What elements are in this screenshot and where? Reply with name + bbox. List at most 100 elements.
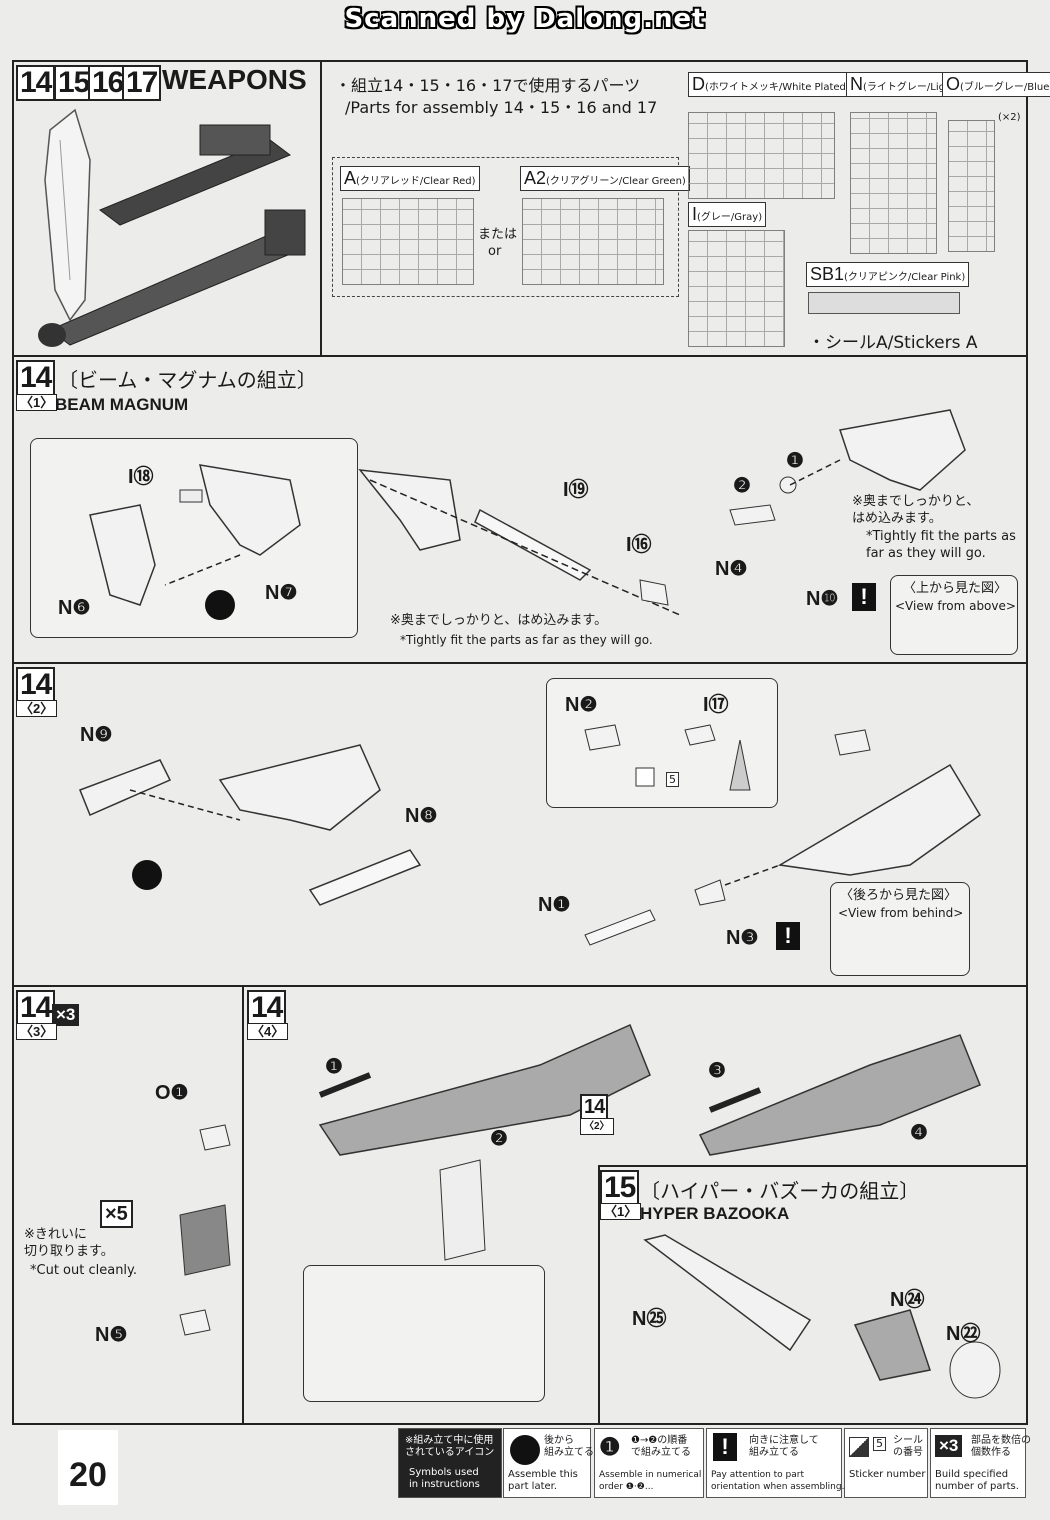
note-fit-jp: ※奥までしっかりと、はめ込みます。 [390, 613, 608, 628]
divider-weapons [12, 355, 1028, 357]
runner-d-sprue [688, 112, 835, 199]
runner-sb1-sprue [808, 292, 960, 314]
step-14-3-number: 14 [16, 990, 56, 1026]
step-2-marker-4: ❷ [490, 1128, 508, 1150]
label-n6: N❻ [58, 597, 91, 619]
top-assembly-drawing [729, 409, 966, 526]
divider-weapons-vertical [320, 60, 322, 357]
label-n1: N❶ [538, 894, 571, 916]
step-1-marker-4: ❶ [325, 1056, 343, 1078]
runner-i-sprue [688, 230, 785, 347]
rear-assembly-drawing [584, 729, 981, 946]
step-14-4-sub: 〈4〉 [247, 1023, 289, 1040]
or-en: or [488, 244, 502, 259]
order-icon: ❶ [599, 1434, 621, 1461]
note-fit2-jp: ※奥までしっかりと、 はめ込みます。 [852, 494, 980, 526]
divider-15 [598, 1165, 1028, 1167]
label-n4: N❹ [715, 558, 748, 580]
step-2-marker: ❷ [733, 475, 751, 497]
step-14-1-sub: 〈1〉 [16, 394, 58, 411]
grip-parts-drawing [89, 464, 301, 620]
legend-orientation: ! 向きに注意して 組み立てる Pay attention to part or… [706, 1428, 844, 1498]
runner-sb1-label: SB1(クリアピンク/Clear Pink) [806, 262, 970, 287]
view-above-en: <View from above> [895, 599, 1016, 613]
runner-a-label: A(クリアレッド/Clear Red) [340, 166, 480, 191]
stickers-caption: ・シールA/Stickers A [808, 333, 978, 353]
assemble-later-icon [510, 1435, 540, 1465]
legend-multiply: ×3 部品を数倍の 個数作る Build specified number of… [930, 1428, 1031, 1498]
legend-sticker: 5 シール の番号 Sticker number [844, 1428, 928, 1498]
label-n9: N❾ [80, 724, 113, 746]
label-n2: N❷ [565, 694, 598, 716]
view-behind-jp: 〈後ろから見た図〉 [840, 888, 958, 903]
hyper-bazooka-title-en: HYPER BAZOOKA [640, 1204, 790, 1223]
step-14-4-number: 14 [247, 990, 287, 1026]
weapons-illustration [38, 108, 306, 347]
scan-credit: Scanned by Dalong.net [344, 4, 706, 34]
note-fit2-en: *Tightly fit the parts as far as they wi… [866, 529, 1016, 561]
view-from-above-box [890, 575, 1018, 655]
ref-step-14: 14 [580, 1094, 609, 1120]
runner-a2-label: A2(クリアグリーン/Clear Green) [520, 166, 690, 191]
step-4-marker-4: ❹ [910, 1122, 928, 1144]
label-i16: I⑯ [626, 534, 652, 556]
ref-step-14-sub: 〈2〉 [580, 1118, 614, 1135]
label-i17: I⑰ [703, 694, 729, 716]
orientation-warning-icon: ! [852, 583, 876, 611]
divider-14-3 [242, 985, 244, 1425]
note-fit-en: *Tightly fit the parts as far as they wi… [400, 633, 653, 647]
orientation-legend-icon: ! [713, 1433, 737, 1461]
label-i19: I⑲ [563, 479, 589, 501]
label-i18: I⑱ [128, 466, 154, 488]
or-jp: または [478, 227, 518, 242]
step-3-marker-4: ❸ [708, 1060, 726, 1082]
detail-view-box [303, 1265, 545, 1402]
view-above-jp: 〈上から見た図〉 [903, 581, 1008, 596]
hyper-bazooka-title-jp: 〔ハイパー・バズーカの組立〕 [640, 1179, 920, 1203]
runner-a2-sprue [522, 198, 664, 285]
step-14-2-sub: 〈2〉 [16, 700, 58, 717]
sticker-number: 5 [666, 772, 679, 787]
step-1-marker: ❶ [786, 450, 804, 472]
parts-caption-jp: ・組立14・15・16・17で使用するパーツ [335, 76, 641, 95]
divider-15-vertical [598, 1165, 600, 1425]
runner-o-sprue [948, 120, 995, 252]
cut-note-en: *Cut out cleanly. [30, 1263, 138, 1278]
sticker-legend-icon [849, 1437, 869, 1457]
bazooka-parts-drawing [643, 1234, 1001, 1399]
runner-o-count: (×2) [998, 112, 1021, 123]
label-n24: N㉔ [890, 1289, 925, 1311]
clear-runner-group [332, 157, 679, 297]
legend-numerical-order: ❶ ❶→❷の順番 で組み立てる Assemble in numerical or… [594, 1428, 704, 1498]
fin-stack-drawing [439, 1159, 486, 1261]
runner-d-label: D(ホワイトメッキ/White Plated) [688, 72, 854, 97]
parts-caption-en: /Parts for assembly 14・15・16 and 17 [345, 98, 658, 117]
label-n5: N❺ [95, 1324, 128, 1346]
step-14-1-number: 14 [16, 360, 56, 396]
label-n8: N❽ [405, 805, 438, 827]
grip-subassembly-box [30, 438, 358, 638]
label-o1: O❶ [155, 1082, 189, 1104]
divider-14-2 [12, 985, 1028, 987]
final-assembly-drawing [318, 1023, 981, 1156]
multiplier-x5: ×5 [100, 1200, 133, 1228]
view-behind-en: <View from behind> [838, 906, 964, 920]
front-assembly-drawing [79, 744, 422, 906]
legend-assemble-later: 後から 組み立てる Assemble this part later. [503, 1428, 594, 1498]
orientation-warning-icon-2: ! [776, 922, 800, 950]
step-15-1-sub: 〈1〉 [600, 1203, 642, 1220]
step-17-badge: 17 [122, 65, 162, 101]
view-from-behind-box [830, 882, 970, 976]
runner-i-label: I(グレー/Gray) [688, 202, 767, 227]
label-n3: N❸ [726, 927, 759, 949]
weapons-title: WEAPONS [162, 64, 307, 95]
label-n7: N❼ [265, 582, 298, 604]
beam-magnum-title-jp: 〔ビーム・マグナムの組立〕 [58, 368, 317, 392]
cut-note-jp: ※きれいに 切り取ります。 [24, 1227, 114, 1259]
divider-14-1 [12, 662, 1028, 664]
step-14-3-sub: 〈3〉 [16, 1023, 58, 1040]
step-14-2-number: 14 [16, 667, 56, 703]
beam-magnum-title-en: BEAM MAGNUM [55, 395, 189, 414]
runner-n-sprue [850, 112, 937, 254]
label-n25: N㉕ [632, 1308, 667, 1330]
